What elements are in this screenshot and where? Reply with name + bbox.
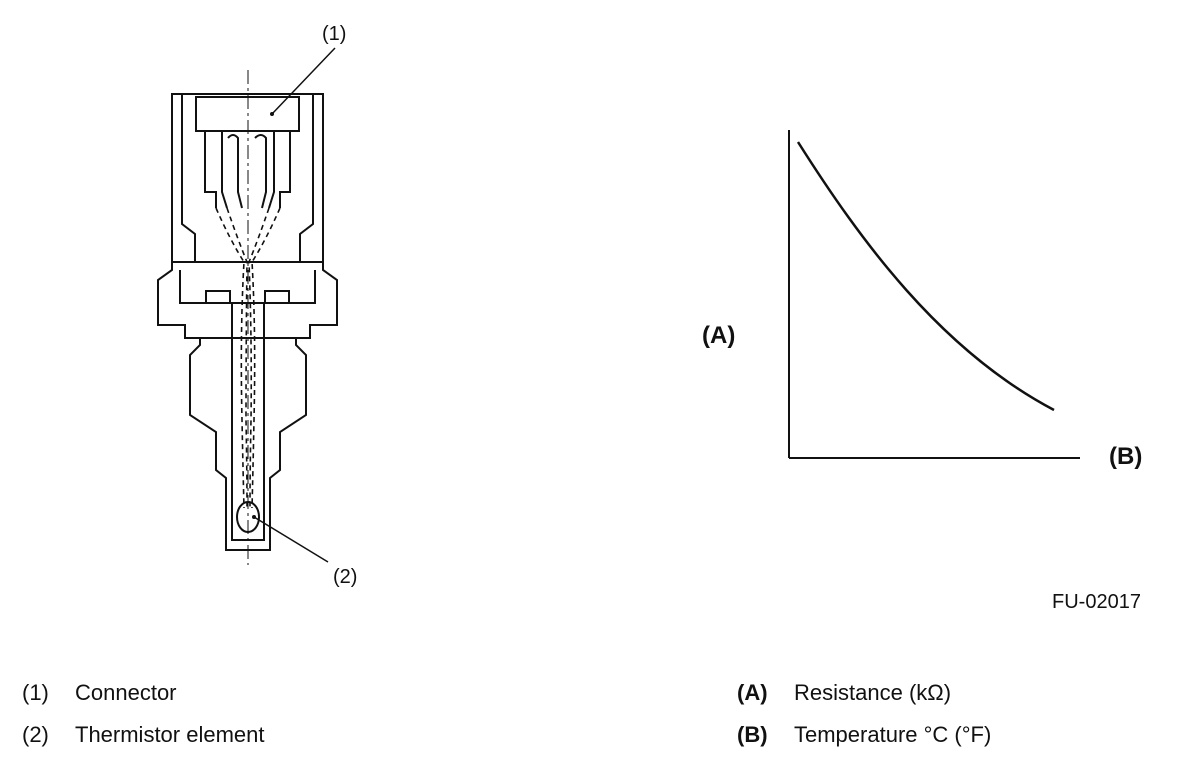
sensor-body <box>189 338 307 551</box>
terminal-pocket-left <box>204 131 228 209</box>
legend-key: (1) <box>22 680 49 705</box>
callout-1: (1) <box>322 23 346 45</box>
leader-line-2 <box>253 516 329 563</box>
legend-text: Temperature °C (°F) <box>794 722 992 747</box>
y-axis-label: (A) <box>702 322 735 349</box>
legend-key: (B) <box>737 722 768 747</box>
legend-text: Connector <box>75 680 177 705</box>
leader-line-1 <box>271 47 336 115</box>
legend-graph-axes: (A) Resistance (kΩ) (B) Temperature °C (… <box>737 672 991 756</box>
legend-row: (B) Temperature °C (°F) <box>737 714 991 756</box>
legend-key: (A) <box>737 680 768 705</box>
probe-tip <box>231 303 265 541</box>
legend-row: (2) Thermistor element <box>22 714 265 756</box>
sensor-drawing <box>157 47 338 565</box>
legend-text: Thermistor element <box>75 722 265 747</box>
x-axis-label: (B) <box>1109 443 1142 470</box>
terminal-pocket-right <box>268 131 291 209</box>
legend-row: (1) Connector <box>22 672 265 714</box>
thermistor-element <box>236 501 260 533</box>
figure-canvas: (1) (2) (A) (B) FU-02017 <box>157 23 1142 613</box>
figure-code: FU-02017 <box>1052 591 1141 613</box>
internal-leads <box>215 207 281 509</box>
callout-2: (2) <box>333 566 357 588</box>
legend-row: (A) Resistance (kΩ) <box>737 672 991 714</box>
legend-sensor-parts: (1) Connector (2) Thermistor element <box>22 672 265 756</box>
legend-key: (2) <box>22 722 49 747</box>
hex-flange <box>157 262 338 339</box>
resistance-curve <box>796 141 1055 412</box>
connector-plate <box>195 96 300 132</box>
legend-text: Resistance (kΩ) <box>794 680 952 705</box>
characteristic-graph <box>788 130 1080 459</box>
